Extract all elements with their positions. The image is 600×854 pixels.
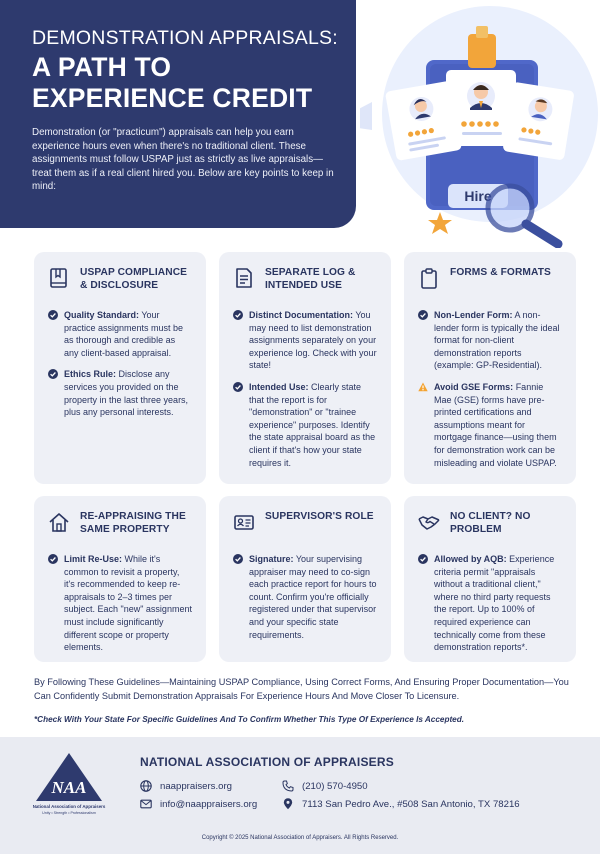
handshake-icon bbox=[418, 516, 440, 530]
card-no-client: NO CLIENT? NO PROBLEM Allowed by AQB: Ex… bbox=[404, 496, 576, 662]
item-label: Signature: bbox=[249, 554, 294, 564]
card-item: Distinct Documentation: You may need to … bbox=[233, 309, 377, 372]
item-label: Non-Lender Form: bbox=[434, 310, 513, 320]
item-text: Clearly state that the report is for "de… bbox=[249, 381, 376, 468]
summary-text: By Following These Guidelines—Maintainin… bbox=[34, 677, 569, 701]
phone-link[interactable]: (210) 570-4950 bbox=[282, 780, 368, 792]
card-item: Limit Re-Use: While it's common to revis… bbox=[48, 553, 192, 654]
card-item: Non-Lender Form: A non-lender form is ty… bbox=[418, 309, 562, 372]
id-card-icon bbox=[234, 515, 254, 530]
hero-title-line1: A PATH TO bbox=[32, 52, 172, 82]
item-text: Disclose any services you provided on th… bbox=[64, 369, 189, 418]
item-text: Your supervising appraiser may need to c… bbox=[249, 554, 377, 640]
item-text: A non-lender form is typically the ideal… bbox=[434, 310, 560, 371]
logo-lettering: NAA bbox=[51, 778, 87, 797]
globe-icon bbox=[140, 780, 152, 792]
naa-logo: NAA National Association of Appraisers U… bbox=[33, 753, 106, 815]
hero-title-line2: EXPERIENCE CREDIT bbox=[32, 83, 313, 113]
book-icon bbox=[50, 268, 67, 288]
check-circle-icon bbox=[418, 310, 428, 320]
check-circle-icon bbox=[233, 310, 243, 320]
footnote: *Check With Your State For Specific Guid… bbox=[34, 715, 464, 724]
email-text[interactable]: info@naappraisers.org bbox=[160, 798, 258, 810]
address: 7113 San Pedro Ave., #508 San Antonio, T… bbox=[282, 798, 520, 810]
item-text: While it's common to revisit a property,… bbox=[64, 554, 192, 653]
phone-text[interactable]: (210) 570-4950 bbox=[302, 780, 368, 792]
org-name: NATIONAL ASSOCIATION OF APPRAISERS bbox=[140, 755, 394, 769]
card-item: Intended Use: Clearly state that the rep… bbox=[233, 381, 377, 469]
check-circle-icon bbox=[233, 381, 243, 392]
check-circle-icon bbox=[48, 369, 58, 380]
item-label: Quality Standard: bbox=[64, 310, 140, 320]
card-title: RE-APPRAISING THE SAME PROPERTY bbox=[80, 511, 186, 535]
card-title: USPAP COMPLIANCE & DISCLOSURE bbox=[80, 267, 188, 291]
warning-icon bbox=[418, 382, 428, 392]
check-circle-icon bbox=[233, 554, 243, 564]
item-text: Fannie Mae (GSE) forms have pre-printed … bbox=[434, 381, 557, 468]
logo-tagline: Unity • Strength • Professionalism bbox=[42, 811, 96, 815]
logo-caption: National Association of Appraisers bbox=[33, 804, 106, 809]
card-uspap-compliance: USPAP COMPLIANCE & DISCLOSURE Quality St… bbox=[34, 252, 206, 484]
hiring-illustration: Hire bbox=[330, 4, 600, 249]
card-item: Quality Standard: Your practice assignme… bbox=[48, 309, 192, 359]
card-item: Signature: Your supervising appraiser ma… bbox=[233, 553, 377, 641]
card-forms-formats: FORMS & FORMATS Non-Lender Form: A non-l… bbox=[404, 252, 576, 484]
magnifier-icon bbox=[521, 219, 563, 249]
hero-banner: DEMONSTRATION APPRAISALS: A PATH TO EXPE… bbox=[0, 0, 356, 228]
item-label: Ethics Rule: bbox=[64, 369, 117, 380]
item-text: Experience criteria permit "appraisals w… bbox=[434, 554, 555, 653]
item-text: You may need to list demonstration assig… bbox=[249, 310, 377, 371]
card-supervisor-role: SUPERVISOR'S ROLE Signature: Your superv… bbox=[219, 496, 391, 662]
document-icon bbox=[236, 268, 252, 288]
check-circle-icon bbox=[418, 554, 428, 564]
check-circle-icon bbox=[48, 310, 58, 320]
item-label: Intended Use: bbox=[249, 381, 309, 392]
card-item: Avoid GSE Forms: Fannie Mae (GSE) forms … bbox=[418, 381, 562, 469]
item-label: Allowed by AQB: bbox=[434, 554, 507, 564]
item-label: Distinct Documentation: bbox=[249, 310, 354, 320]
hero-pre-title: DEMONSTRATION APPRAISALS: bbox=[32, 27, 338, 49]
card-item: Allowed by AQB: Experience criteria perm… bbox=[418, 553, 562, 654]
address-text: 7113 San Pedro Ave., #508 San Antonio, T… bbox=[302, 798, 520, 810]
location-pin-icon bbox=[283, 798, 293, 810]
card-title: NO CLIENT? NO PROBLEM bbox=[450, 511, 531, 535]
card-item: Ethics Rule: Disclose any services you p… bbox=[48, 368, 192, 418]
phone-icon bbox=[282, 780, 294, 792]
clipboard-icon bbox=[421, 268, 437, 289]
copyright: Copyright © 2025 National Association of… bbox=[201, 835, 399, 841]
card-title: FORMS & FORMATS bbox=[450, 267, 551, 278]
item-text: Your practice assignments must be as tho… bbox=[64, 310, 184, 358]
mail-icon bbox=[140, 799, 152, 809]
card-separate-log: SEPARATE LOG & INTENDED USE Distinct Doc… bbox=[219, 252, 391, 484]
item-label: Limit Re-Use: bbox=[64, 554, 123, 564]
hero-intro: Demonstration (or "practicum") appraisal… bbox=[32, 127, 334, 193]
item-label: Avoid GSE Forms: bbox=[434, 381, 514, 392]
footer: NAA National Association of Appraisers U… bbox=[0, 737, 600, 854]
check-circle-icon bbox=[48, 554, 58, 564]
card-re-appraising: RE-APPRAISING THE SAME PROPERTY Limit Re… bbox=[34, 496, 206, 662]
star-icon bbox=[428, 212, 452, 234]
house-icon bbox=[49, 513, 69, 532]
website-link[interactable]: naappraisers.org bbox=[140, 780, 232, 792]
card-title: SEPARATE LOG & INTENDED USE bbox=[265, 267, 356, 291]
website-text[interactable]: naappraisers.org bbox=[160, 780, 232, 792]
card-title: SUPERVISOR'S ROLE bbox=[265, 511, 374, 522]
email-link[interactable]: info@naappraisers.org bbox=[140, 798, 257, 810]
hire-label: Hire bbox=[464, 188, 491, 204]
